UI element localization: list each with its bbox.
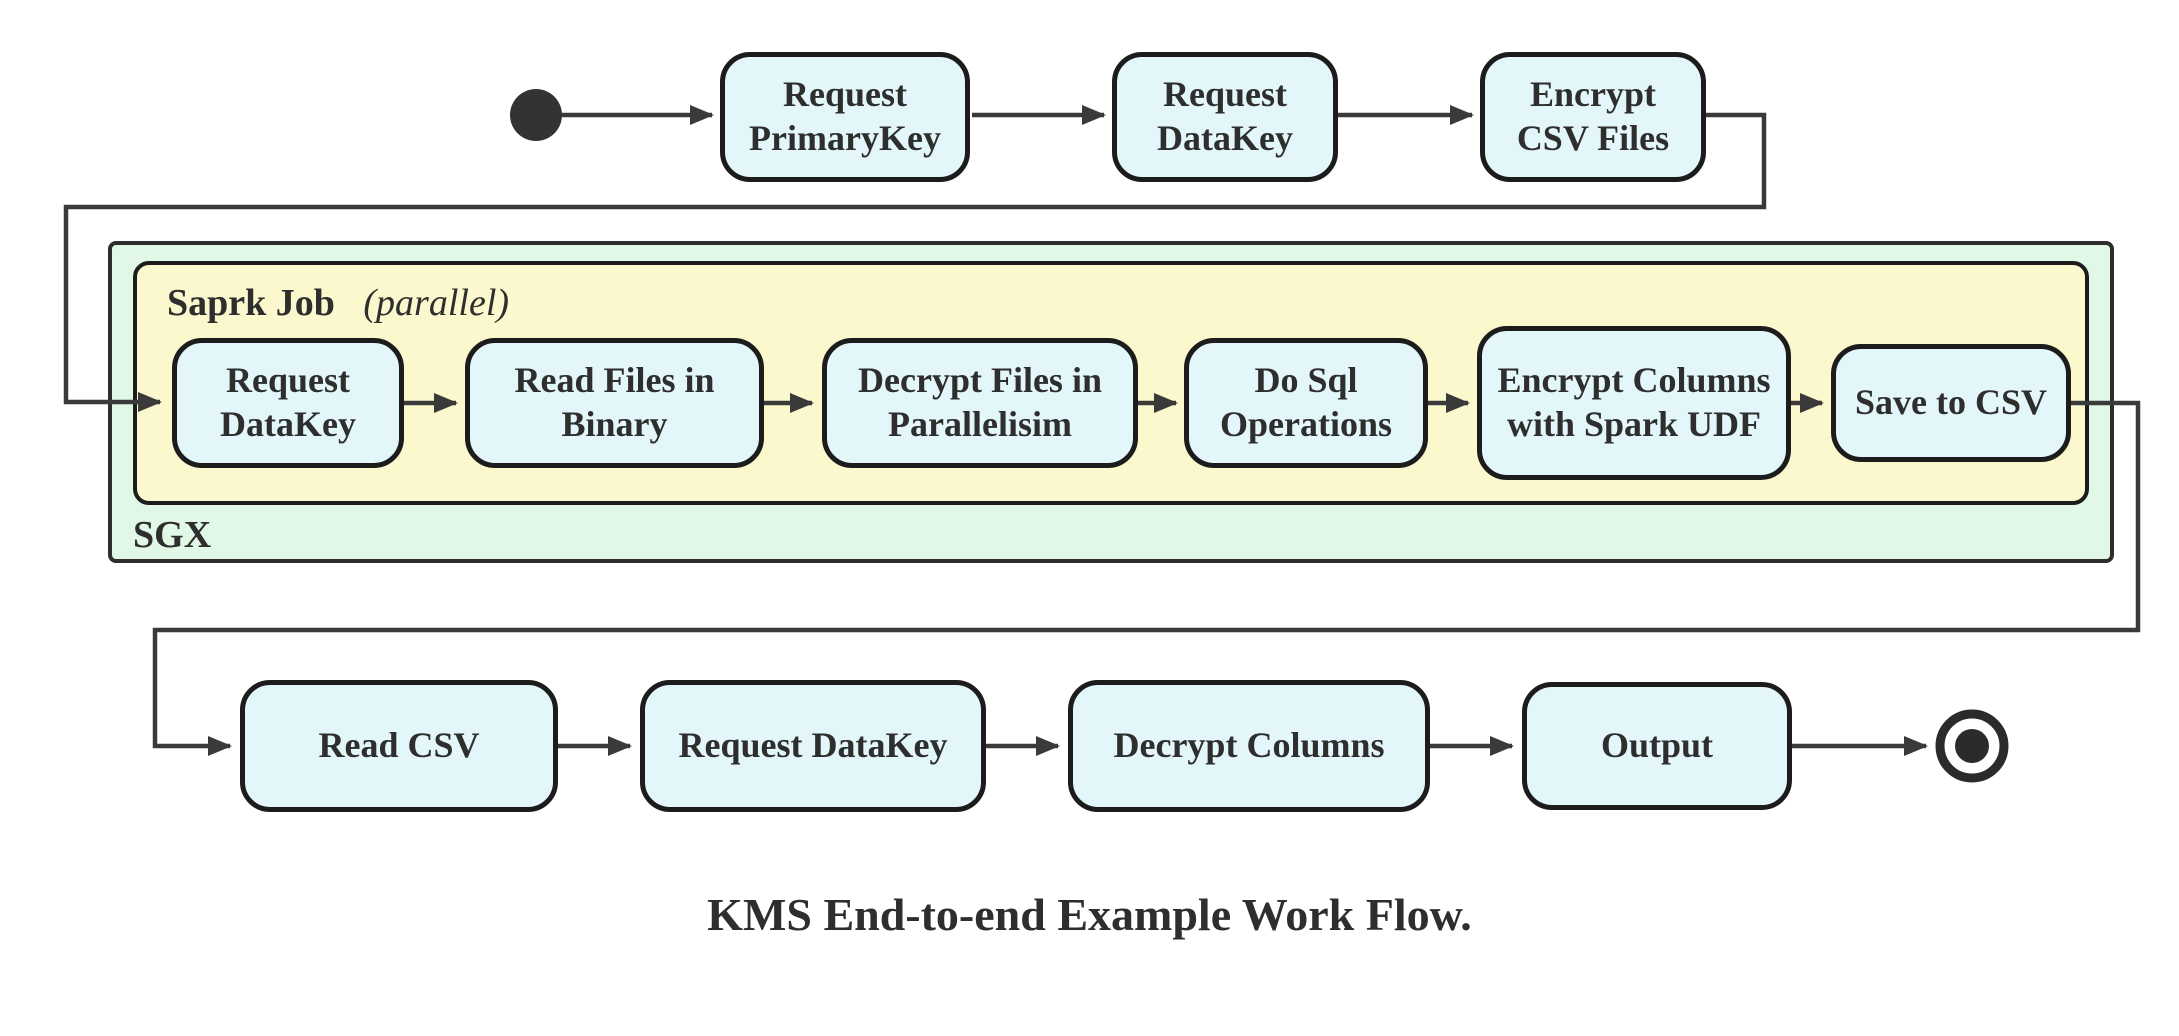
node-do-sql-operations: Do Sql Operations — [1184, 338, 1428, 468]
node-read-files-in-binary: Read Files in Binary — [465, 338, 764, 468]
node-decrypt-columns: Decrypt Columns — [1068, 680, 1430, 812]
spark-job-label: Saprk Job (parallel) — [167, 281, 509, 325]
final-state-inner-dot — [1955, 729, 1989, 763]
spark-job-label-bold: Saprk Job — [167, 282, 335, 324]
node-request-datakey-top: Request DataKey — [1112, 52, 1338, 182]
node-read-csv: Read CSV — [240, 680, 558, 812]
sgx-label: SGX — [133, 514, 212, 556]
diagram-caption: KMS End-to-end Example Work Flow. — [707, 889, 1472, 940]
node-request-primarykey: Request PrimaryKey — [720, 52, 970, 182]
edge-encrypt-csv-to-spark-request-datakey — [63, 112, 1767, 412]
node-save-to-csv: Save to CSV — [1831, 344, 2071, 462]
node-encrypt-csv-files: Encrypt CSV Files — [1480, 52, 1706, 182]
node-request-datakey-bottom: Request DataKey — [640, 680, 986, 812]
node-spark-request-datakey: Request DataKey — [172, 338, 404, 468]
start-state-icon — [510, 89, 562, 141]
node-decrypt-files-in-parallelisim: Decrypt Files in Parallelisim — [822, 338, 1138, 468]
edge-save-csv-to-read-csv — [152, 400, 2141, 756]
spark-job-label-italic: (parallel) — [363, 282, 510, 324]
node-output: Output — [1522, 682, 1792, 810]
node-encrypt-columns-with-spark-udf: Encrypt Columns with Spark UDF — [1477, 326, 1791, 480]
